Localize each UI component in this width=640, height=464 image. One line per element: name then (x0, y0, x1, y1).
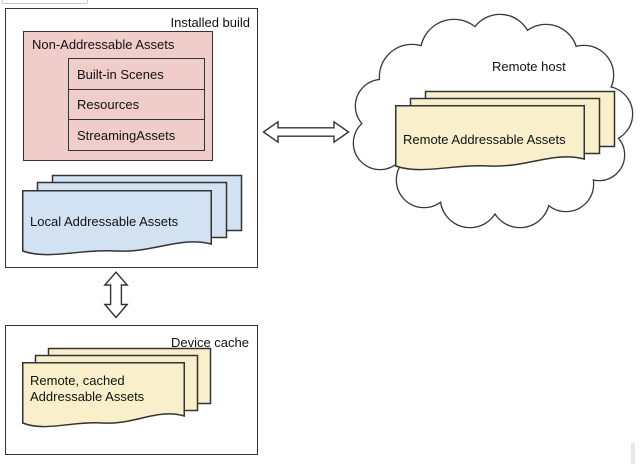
remote-host-label: Remote host (492, 59, 566, 74)
remote-assets-stack-icon (395, 90, 616, 171)
non-addressable-items-list: Built-in Scenes Resources StreamingAsset… (68, 58, 205, 151)
list-item-resources: Resources (68, 88, 205, 121)
built-in-scenes-label: Built-in Scenes (77, 66, 164, 82)
local-addressable-assets-stack-icon (22, 174, 243, 256)
list-item-streaming-assets: StreamingAssets (68, 119, 205, 151)
local-addressable-assets-label: Local Addressable Assets (30, 214, 179, 229)
installed-build-box: Installed build Non-Addressable Assets B… (5, 8, 258, 268)
cropped-ui-artifact (2, 0, 88, 4)
scrollbar-artifact (631, 443, 635, 464)
non-addressable-assets-label: Non-Addressable Assets (32, 37, 175, 52)
installed-build-label: Installed build (170, 15, 251, 30)
device-cache-label: Device cache (170, 335, 249, 350)
resources-label: Resources (77, 97, 140, 112)
document-front (395, 105, 585, 171)
document-front (22, 362, 185, 428)
non-addressable-assets-box: Non-Addressable Assets Built-in Scenes R… (23, 31, 213, 161)
cached-addressable-assets-label: Remote, cached Addressable Assets (30, 373, 145, 404)
streaming-assets-label: StreamingAssets (77, 127, 176, 143)
horizontal-double-arrow-icon (262, 120, 350, 144)
vertical-double-arrow-icon (103, 271, 129, 319)
document-front (22, 190, 212, 256)
list-item-built-in-scenes: Built-in Scenes (68, 58, 205, 90)
remote-addressable-assets-label: Remote Addressable Assets (403, 132, 566, 147)
cached-assets-stack-icon (22, 347, 212, 428)
